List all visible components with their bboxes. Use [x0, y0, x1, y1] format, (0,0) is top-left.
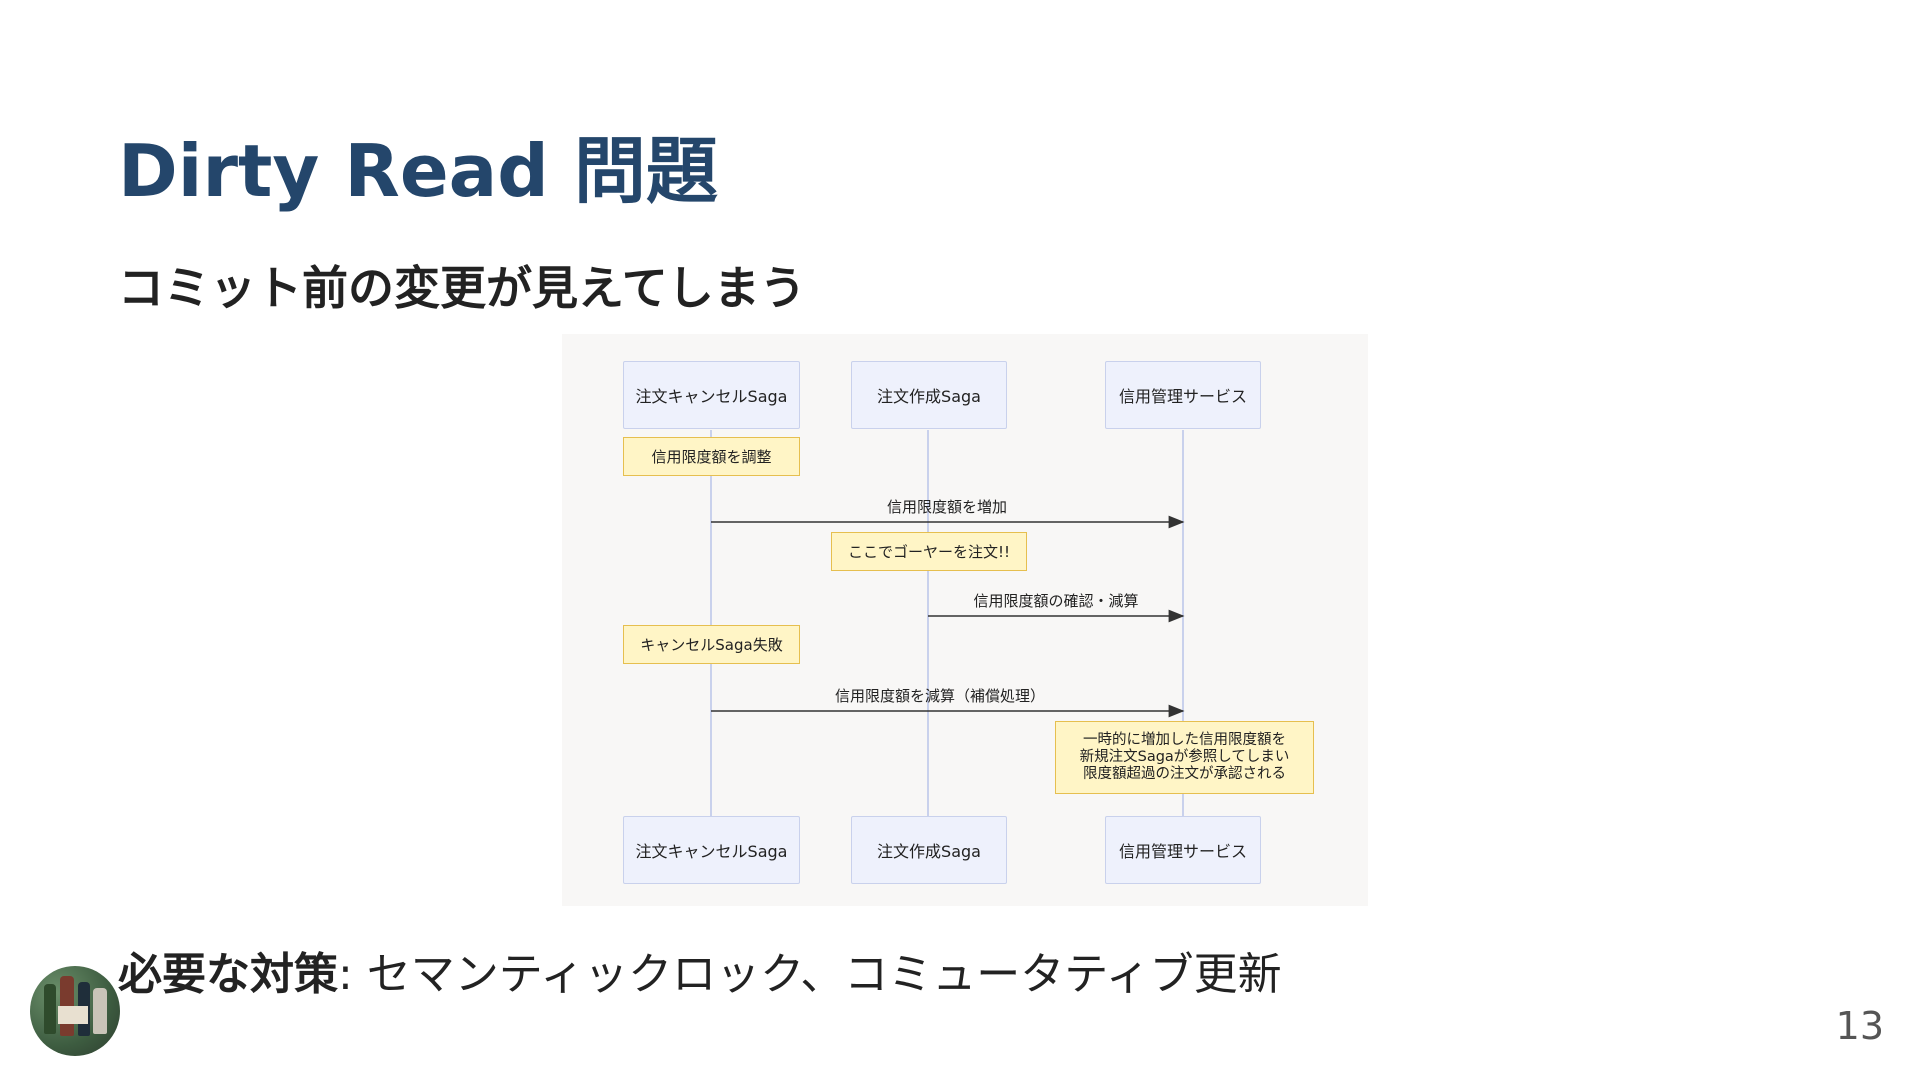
avatar [30, 966, 120, 1056]
actor-bottom-credit-service: 信用管理サービス [1105, 816, 1261, 884]
message-label-increase-credit: 信用限度額を増加 [886, 498, 1008, 516]
countermeasure-text: 必要な対策: セマンティックロック、コミュータティブ更新 [118, 938, 1282, 1002]
message-label-decrease-credit: 信用限度額を減算（補償処理） [834, 687, 1046, 705]
note-cancel-saga-failed: キャンセルSaga失敗 [623, 625, 800, 664]
actor-bottom-order-cancel-saga: 注文キャンセルSaga [623, 816, 800, 884]
page-number: 13 [1835, 1004, 1884, 1048]
note-line-2: 新規注文Sagaが参照してしまい [1079, 749, 1290, 765]
actor-top-order-create-saga: 注文作成Saga [851, 361, 1007, 429]
note-line-3: 限度額超過の注文が承認される [1083, 766, 1286, 782]
note-line-1: 一時的に増加した信用限度額を [1083, 732, 1286, 748]
countermeasure-detail: : セマンティックロック、コミュータティブ更新 [338, 949, 1282, 1000]
message-label-check-credit: 信用限度額の確認・減算 [973, 592, 1139, 610]
actor-top-credit-service: 信用管理サービス [1105, 361, 1261, 429]
sequence-diagram-canvas [710, 430, 1185, 816]
sequence-diagram: 注文キャンセルSaga 注文作成Saga 信用管理サービス 信用限度額を調整 信… [562, 334, 1368, 906]
note-adjust-credit: 信用限度額を調整 [623, 437, 800, 476]
actor-bottom-order-create-saga: 注文作成Saga [851, 816, 1007, 884]
slide-subtitle: コミット前の変更が見えてしまう [118, 261, 806, 315]
note-order-goya: ここでゴーヤーを注文!! [831, 532, 1027, 571]
countermeasure-label: 必要な対策 [118, 949, 338, 1000]
note-dirty-read-explanation: 一時的に増加した信用限度額を 新規注文Sagaが参照してしまい 限度額超過の注文… [1055, 721, 1314, 794]
actor-top-order-cancel-saga: 注文キャンセルSaga [623, 361, 800, 429]
slide-title: Dirty Read 問題 [118, 129, 718, 213]
